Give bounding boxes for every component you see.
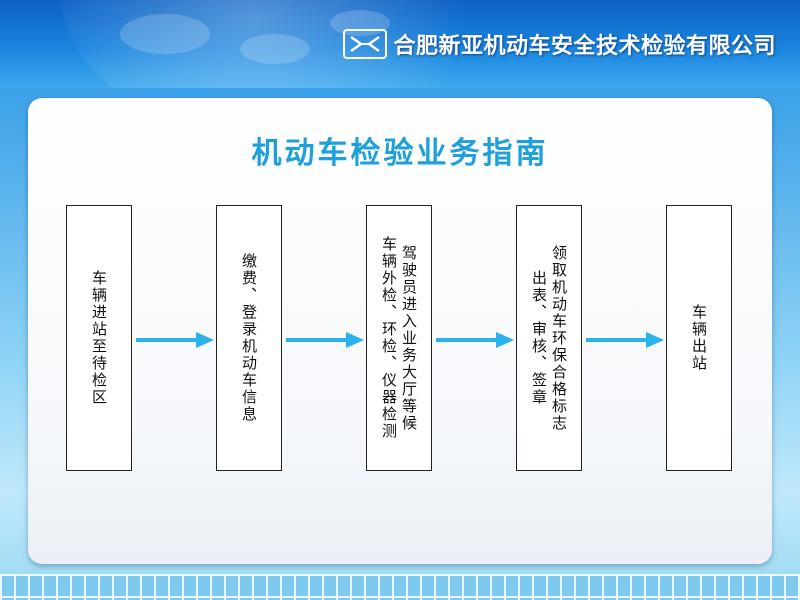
step-text: 车辆进站至待检区 — [90, 270, 108, 406]
step-text: 领取机动车环保合格标志 — [550, 244, 568, 432]
header-band: 合肥新亚机动车安全技术检验有限公司 — [0, 0, 800, 88]
arrow-right-icon — [436, 332, 514, 348]
step-box-4: 领取机动车环保合格标志 出表、审核、签章 — [516, 205, 582, 471]
arrow-right-icon — [286, 332, 364, 348]
company-logo-icon — [343, 29, 388, 59]
step-box-1: 车辆进站至待检区 — [66, 205, 132, 471]
globe-background — [60, 0, 490, 88]
arrow-right-icon — [136, 332, 214, 348]
globe-land-shape — [330, 10, 390, 36]
page-title: 机动车检验业务指南 — [251, 136, 549, 171]
company-brand: 合肥新亚机动车安全技术检验有限公司 — [343, 26, 776, 62]
step-text: 出表、审核、签章 — [530, 270, 548, 406]
globe-land-shape — [240, 34, 310, 64]
step-text: 车辆外检、环检、仪器检测 — [380, 236, 398, 440]
step-text: 车辆出站 — [690, 304, 708, 372]
company-name: 合肥新亚机动车安全技术检验有限公司 — [393, 33, 776, 58]
decorative-border — [0, 574, 800, 600]
arrow-right-icon — [586, 332, 664, 348]
globe-land-shape — [120, 14, 210, 54]
step-box-3: 驾驶员进入业务大厅等候 车辆外检、环检、仪器检测 — [366, 205, 432, 471]
step-text: 缴费、登录机动车信息 — [240, 253, 258, 423]
step-box-5: 车辆出站 — [666, 205, 732, 471]
step-box-2: 缴费、登录机动车信息 — [216, 205, 282, 471]
step-text: 驾驶员进入业务大厅等候 — [400, 244, 418, 432]
